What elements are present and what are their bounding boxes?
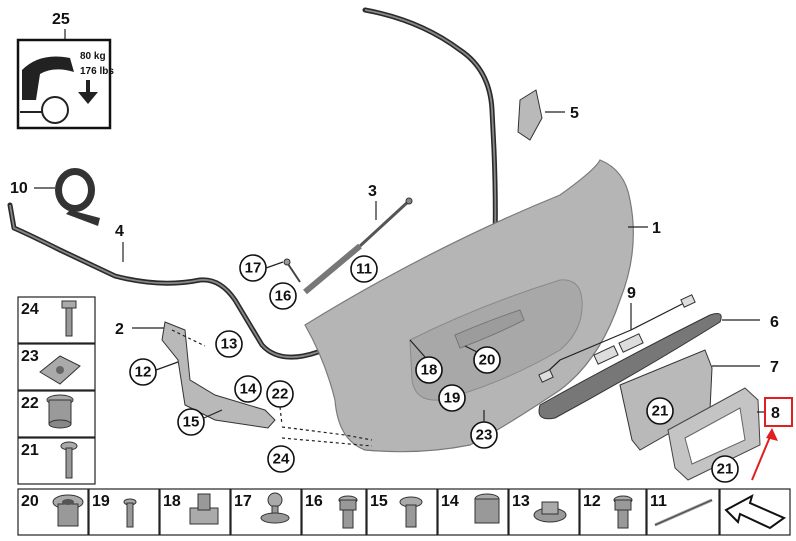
hex-socket-bolt-icon — [613, 495, 633, 529]
callout-5: 5 — [570, 105, 579, 122]
bottom-item-12-num: 12 — [583, 493, 601, 510]
callout-15-circle: 15 — [177, 408, 205, 436]
callout-13-circle: 13 — [215, 330, 243, 358]
side-item-23-num: 23 — [21, 348, 39, 365]
flange-nut-icon — [533, 501, 567, 523]
callout-22-circle: 22 — [266, 380, 294, 408]
callout-23-circle: 23 — [470, 421, 498, 449]
svg-text:14: 14 — [240, 381, 257, 398]
svg-text:21: 21 — [717, 461, 734, 478]
bottom-parts-row: 20 19 18 17 16 15 14 13 12 11 — [17, 488, 791, 536]
ball-stud-part — [283, 258, 301, 283]
callout-12-circle: 12 — [129, 358, 157, 386]
callout-25: 25 — [52, 11, 70, 28]
hinge-cover-bracket — [517, 89, 543, 141]
callout-21b-circle: 21 — [711, 455, 739, 483]
svg-text:13: 13 — [221, 336, 238, 353]
bottom-item-15-num: 15 — [370, 493, 388, 510]
rubber-buffer-icon — [474, 493, 500, 524]
handle-trim-strip — [538, 313, 722, 420]
svg-text:17: 17 — [245, 260, 262, 277]
callout-17-circle: 17 — [239, 254, 267, 282]
callout-14-circle: 14 — [234, 375, 262, 403]
plastic-clip-icon — [189, 493, 219, 525]
bottom-item-19-num: 19 — [92, 493, 110, 510]
callout-11-circle: 11 — [350, 255, 378, 283]
torx-screw-icon — [399, 496, 423, 528]
license-frame — [667, 387, 761, 481]
load-warning-sticker: 80 kg 176 lbs — [16, 38, 114, 130]
bottom-item-20-num: 20 — [21, 493, 39, 510]
ball-stud-icon — [260, 492, 290, 524]
svg-text:24: 24 — [273, 451, 290, 468]
side-item-21-num: 21 — [21, 442, 39, 459]
callout-2: 2 — [115, 321, 124, 338]
callout-10: 10 — [10, 180, 28, 197]
highlight-arrow-head — [766, 428, 778, 441]
clip-nut-icon — [39, 355, 81, 385]
svg-text:16: 16 — [275, 288, 292, 305]
callout-18-circle: 18 — [415, 356, 443, 384]
side-item-22-num: 22 — [21, 395, 39, 412]
svg-text:19: 19 — [444, 390, 461, 407]
callout-24-circle: 24 — [267, 445, 295, 473]
tailgate-hinge — [161, 321, 276, 429]
bottom-item-16-num: 16 — [305, 493, 323, 510]
load-lbs-text: 176 lbs — [80, 66, 114, 77]
svg-text:23: 23 — [476, 427, 493, 444]
svg-text:18: 18 — [421, 362, 438, 379]
callout-21a-circle: 21 — [646, 397, 674, 425]
svg-text:22: 22 — [272, 386, 289, 403]
expansion-nut-icon — [52, 494, 84, 527]
callout-9: 9 — [627, 285, 636, 302]
hex-socket-bolt-icon — [338, 495, 358, 529]
callout-3: 3 — [368, 183, 377, 200]
callout-6: 6 — [770, 314, 779, 331]
callout-20-circle: 20 — [473, 346, 501, 374]
bushing-icon — [46, 394, 74, 429]
callout-7: 7 — [770, 359, 779, 376]
svg-text:20: 20 — [479, 352, 496, 369]
bottom-item-17-num: 17 — [234, 493, 252, 510]
callout-8: 8 — [771, 405, 780, 422]
callout-16-circle: 16 — [269, 282, 297, 310]
rivet-icon — [123, 498, 137, 528]
bottom-item-13-num: 13 — [512, 493, 530, 510]
side-parts-table: 24 23 22 21 — [17, 296, 96, 485]
tailgate-panel — [304, 159, 634, 453]
bottom-item-14-num: 14 — [441, 493, 459, 510]
arrow-icon — [724, 493, 787, 530]
pin-icon — [654, 498, 713, 527]
bottom-item-11-num: 11 — [650, 493, 667, 510]
highlight-arrow-line — [751, 431, 773, 481]
callout-19-circle: 19 — [438, 384, 466, 412]
svg-text:21: 21 — [652, 403, 669, 420]
svg-text:12: 12 — [135, 364, 152, 381]
svg-text:15: 15 — [183, 414, 200, 431]
gas-strut — [303, 197, 413, 295]
callout-1: 1 — [652, 220, 661, 237]
svg-text:11: 11 — [356, 261, 372, 278]
trim-clips — [538, 294, 696, 383]
bottom-item-18-num: 18 — [163, 493, 181, 510]
load-kg-text: 80 kg — [80, 51, 106, 62]
sealing-tape-roll — [55, 168, 100, 226]
callout-4: 4 — [115, 223, 124, 240]
screw-icon — [61, 300, 77, 337]
screw-icon — [60, 441, 78, 479]
side-item-24-num: 24 — [21, 301, 39, 318]
highlight-box — [764, 397, 793, 427]
